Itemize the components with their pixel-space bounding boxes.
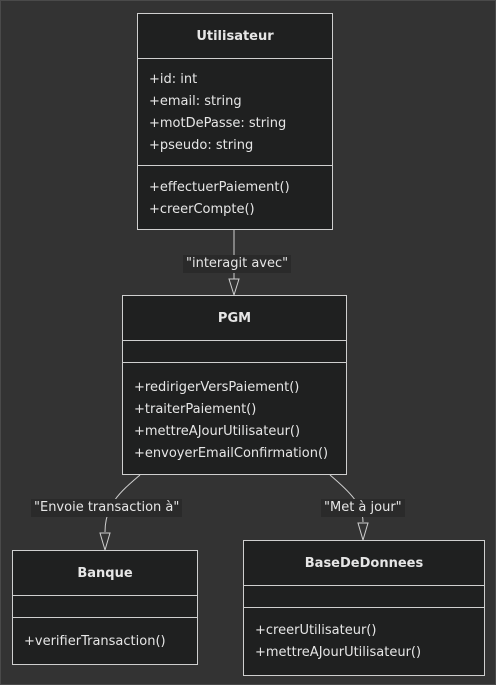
class-banque[interactable]: Banque +verifierTransaction(): [12, 550, 198, 665]
methods-section: +effectuerPaiement() +creerCompte(): [138, 165, 332, 229]
class-name: Utilisateur: [196, 28, 274, 44]
edge-label-met-a-jour: "Met à jour": [321, 499, 405, 517]
class-utilisateur[interactable]: Utilisateur +id: int +email: string +mot…: [137, 13, 333, 230]
attribute: +id: int: [149, 72, 198, 87]
method: +verifierTransaction(): [24, 634, 166, 649]
attribute: +motDePasse: string: [149, 116, 287, 131]
methods-section: +redirigerVersPaiement() +traiterPaiemen…: [123, 362, 346, 474]
arrowhead-banque: [99, 532, 111, 552]
edge-pgm-basededonnees: [329, 474, 364, 523]
class-pgm[interactable]: PGM +redirigerVersPaiement() +traiterPai…: [122, 295, 347, 475]
methods-section: +verifierTransaction(): [13, 617, 197, 664]
methods-section: +creerUtilisateur() +mettreAJourUtilisat…: [244, 607, 484, 675]
attributes-section: [13, 595, 197, 617]
edge-label-envoie: "Envoie transaction à": [31, 499, 183, 517]
method: +redirigerVersPaiement(): [134, 380, 300, 395]
class-name: Banque: [77, 565, 133, 581]
class-basededonnees[interactable]: BaseDeDonnees +creerUtilisateur() +mettr…: [243, 540, 485, 676]
class-name: BaseDeDonnees: [304, 555, 424, 571]
attribute: +email: string: [149, 94, 242, 109]
attributes-section: [123, 340, 346, 362]
attributes-section: [244, 585, 484, 607]
attributes-section: +id: int +email: string +motDePasse: str…: [138, 58, 332, 165]
method: +traiterPaiement(): [134, 402, 257, 417]
arrowhead-pgm: [228, 278, 240, 297]
method: +mettreAJourUtilisateur(): [134, 424, 301, 439]
method: +creerUtilisateur(): [255, 623, 377, 638]
method: +mettreAJourUtilisateur(): [255, 645, 422, 660]
method: +envoyerEmailConfirmation(): [134, 446, 329, 461]
attribute: +pseudo: string: [149, 138, 254, 153]
class-name: PGM: [217, 310, 252, 326]
edge-label-interagit: "interagit avec": [183, 255, 292, 273]
method: +creerCompte(): [149, 202, 255, 217]
arrowhead-basededonnees: [357, 522, 369, 542]
method: +effectuerPaiement(): [149, 180, 290, 195]
